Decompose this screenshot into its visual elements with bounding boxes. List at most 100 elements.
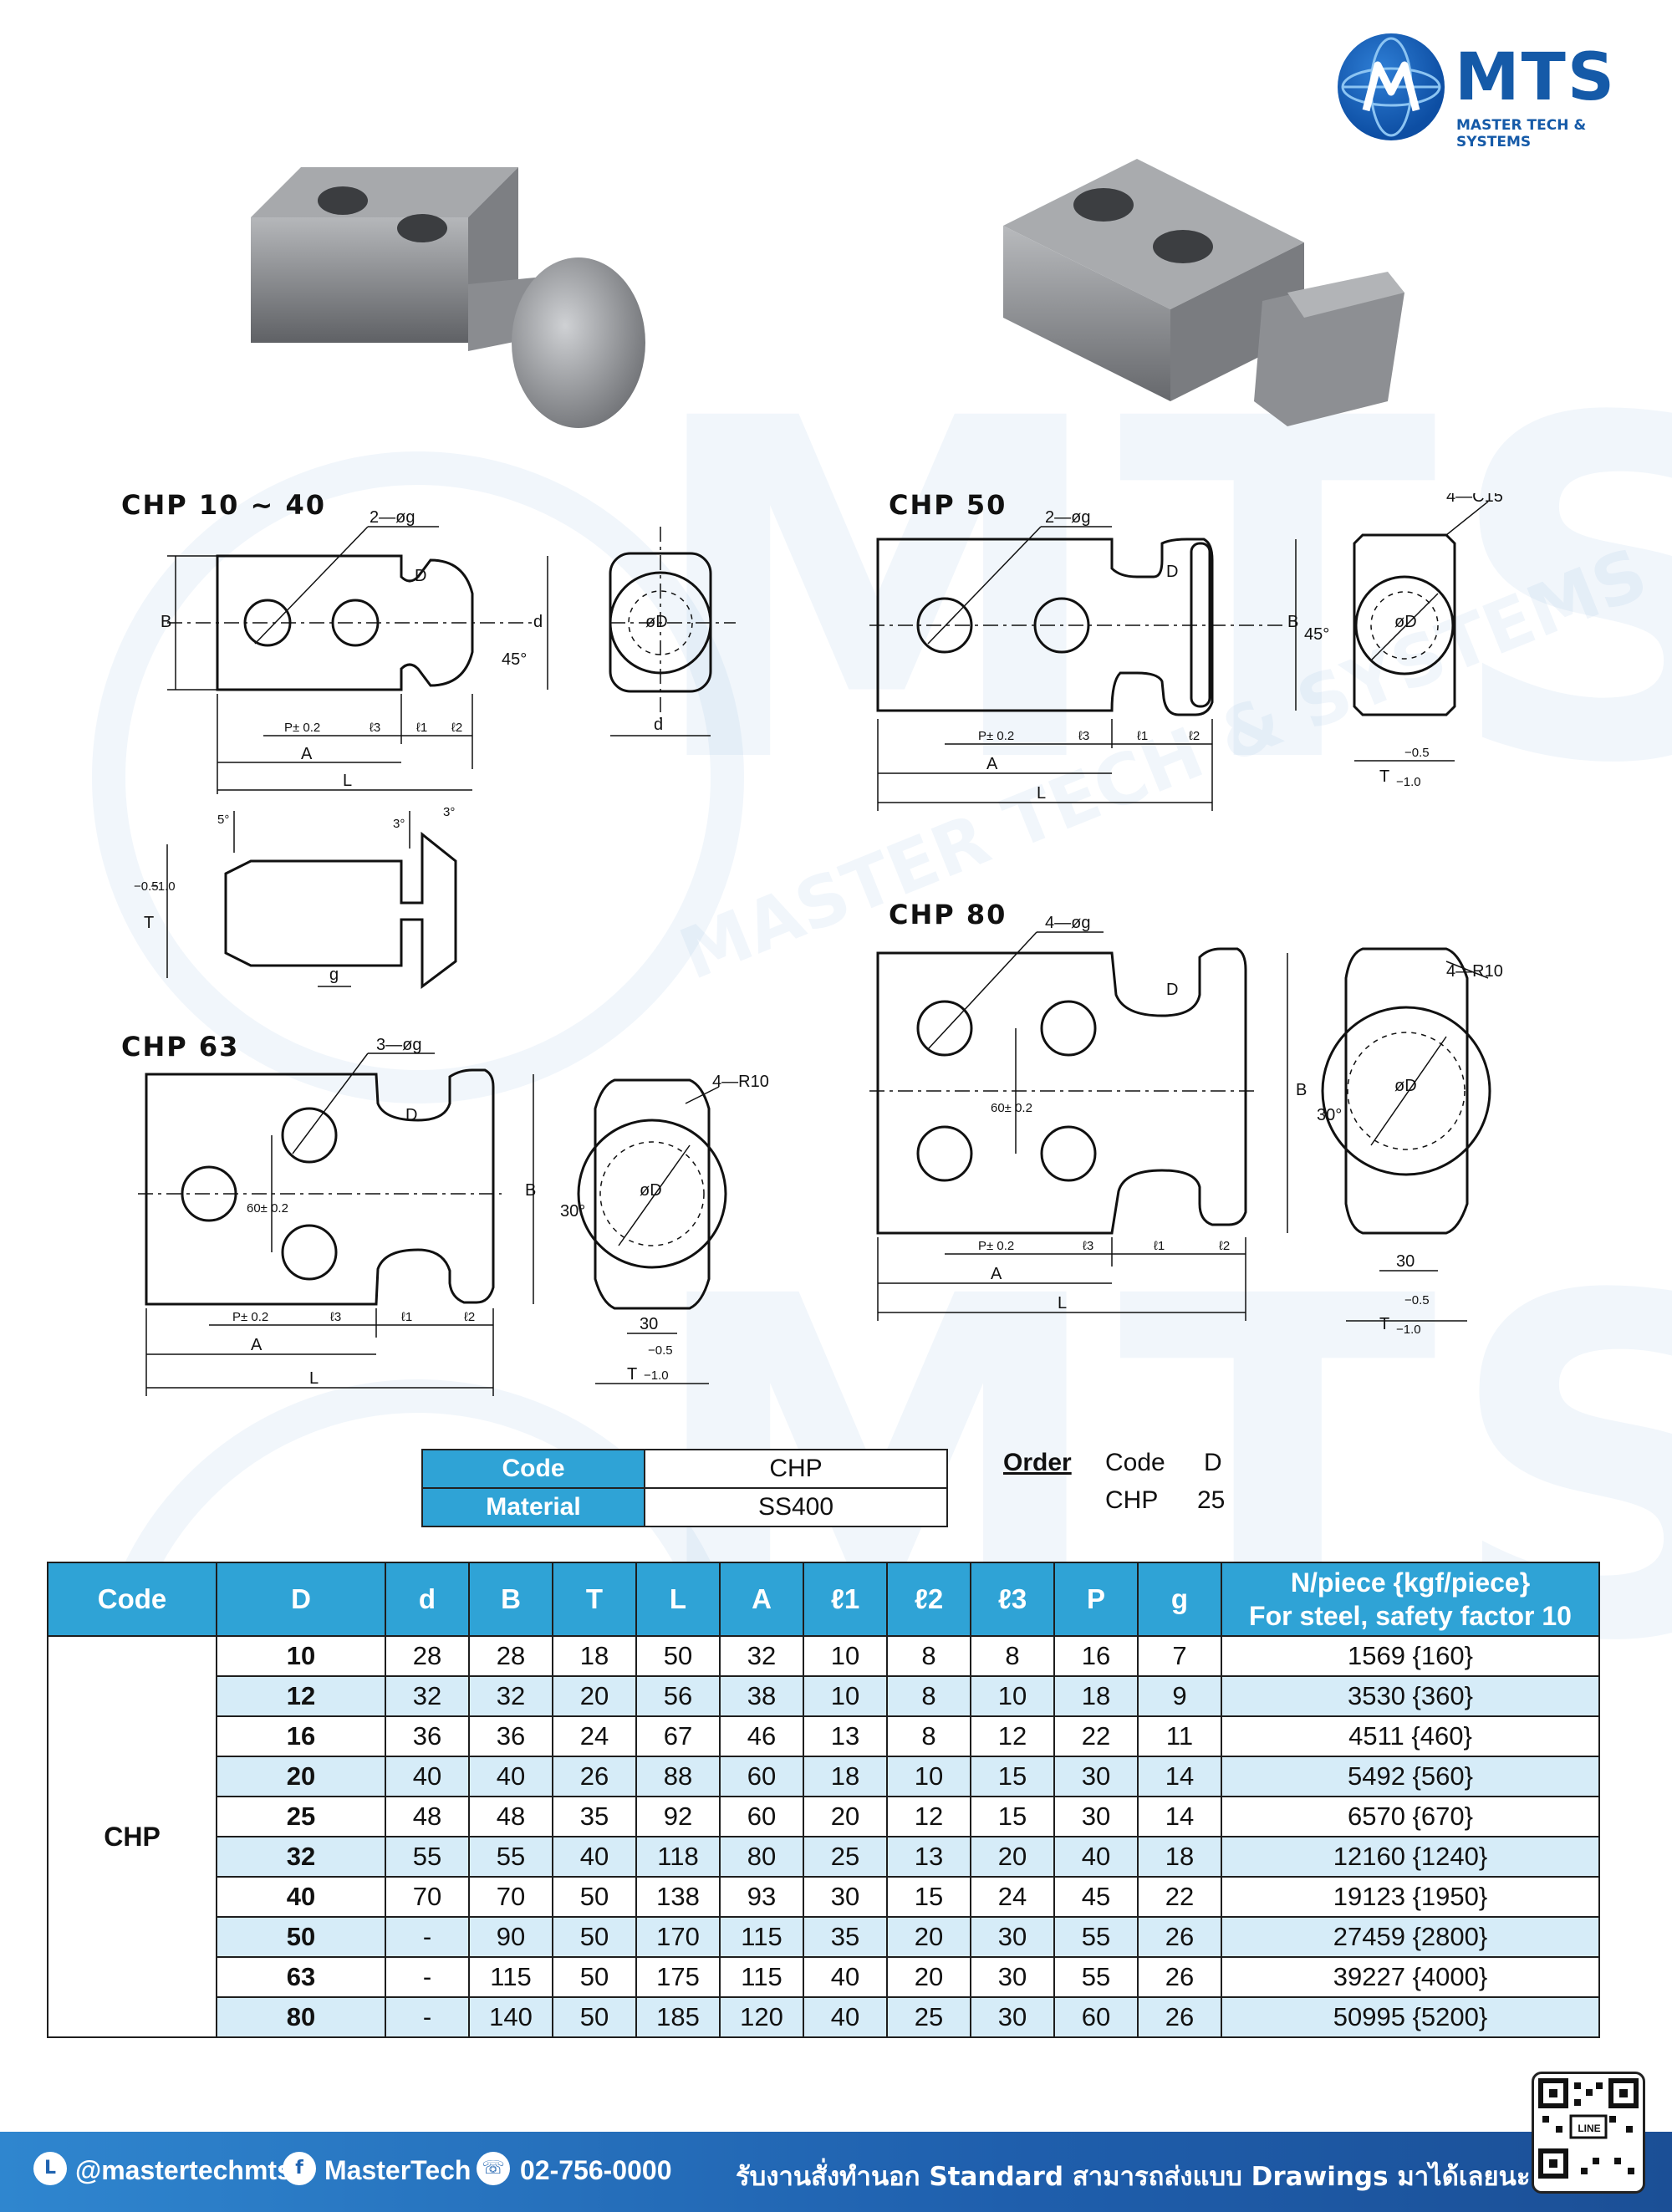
table-cell: 80 [216, 1996, 386, 2038]
label-l1: ℓ1 [401, 1310, 412, 1324]
table-cell: 10 [970, 1675, 1055, 1717]
table-cell: 18 [1053, 1675, 1139, 1717]
header-D: D [216, 1562, 386, 1637]
header-T: T [552, 1562, 637, 1637]
table-cell: 46 [719, 1715, 804, 1757]
label-B: B [161, 613, 171, 631]
line-icon[interactable]: L [33, 2152, 67, 2185]
table-cell: 55 [1053, 1916, 1139, 1958]
label-60: 60± 0.2 [247, 1201, 288, 1216]
phone-icon[interactable]: ☏ [477, 2152, 510, 2185]
table-cell: 60 [719, 1756, 804, 1797]
footer-phone[interactable]: 02-756-0000 [520, 2155, 672, 2185]
label-T-tol-up: −0.5 [134, 879, 159, 894]
label-T: T [627, 1365, 637, 1384]
table-cell: - [385, 1956, 470, 1998]
table-cell: 32 [468, 1675, 553, 1717]
table-cell: - [385, 1916, 470, 1958]
label-A: A [986, 755, 998, 773]
table-cell: 26 [1137, 1996, 1222, 2038]
table-cell: 8 [886, 1715, 971, 1757]
table-cell: 138 [635, 1876, 721, 1918]
label-T-tol-dn: −1.0 [1396, 775, 1421, 789]
header-l3: ℓ3 [970, 1562, 1055, 1637]
table-cell: 10 [803, 1675, 888, 1717]
row-code-cell: CHP [47, 1635, 217, 2038]
table-cell: 15 [970, 1756, 1055, 1797]
table-cell: 70 [385, 1876, 470, 1918]
table-cell: 20 [970, 1836, 1055, 1878]
label-T-tol-up: −0.5 [1404, 1293, 1430, 1307]
table-cell: 20 [552, 1675, 637, 1717]
label-L: L [1058, 1294, 1067, 1312]
table-cell: 16 [216, 1715, 386, 1757]
table-cell: 28 [385, 1635, 470, 1677]
table-cell: 92 [635, 1796, 721, 1837]
table-cell: 1569 {160} [1221, 1635, 1600, 1677]
label-l2: ℓ2 [1219, 1239, 1230, 1253]
table-cell: 56 [635, 1675, 721, 1717]
label-phiD: øD [640, 1181, 662, 1200]
footer-bar: L @mastertechmts f MasterTech ☏ 02-756-0… [0, 2132, 1672, 2212]
footer-line-id[interactable]: @mastertechmts [75, 2155, 292, 2185]
table-cell: 140 [468, 1996, 553, 2038]
label-l1: ℓ1 [1154, 1239, 1165, 1253]
table-cell: 63 [216, 1956, 386, 1998]
globe-icon [1338, 33, 1445, 140]
label-l1: ℓ1 [416, 721, 427, 735]
header-load: N/piece {kgf/piece} For steel, safety fa… [1221, 1562, 1600, 1637]
label-A: A [301, 745, 313, 763]
table-cell: 9 [1137, 1675, 1222, 1717]
table-cell: 50 [552, 1956, 637, 1998]
watermark-brand: MTS [644, 321, 1672, 866]
product-image-flat-head [1003, 159, 1404, 426]
label-l1: ℓ1 [1137, 729, 1148, 743]
table-cell: 10 [216, 1635, 386, 1677]
table-cell: 25 [216, 1796, 386, 1837]
table-cell: 20 [886, 1956, 971, 1998]
table-cell: 26 [1137, 1956, 1222, 1998]
table-cell: 12160 {1240} [1221, 1836, 1600, 1878]
label-l2: ℓ2 [451, 721, 462, 735]
label-T: T [144, 914, 154, 932]
table-cell: 25 [803, 1836, 888, 1878]
table-cell: 50 [552, 1876, 637, 1918]
code-label: Code [421, 1449, 645, 1489]
facebook-icon[interactable]: f [283, 2152, 316, 2185]
table-cell: 88 [635, 1756, 721, 1797]
line-qr-code[interactable]: LINE [1532, 2072, 1645, 2194]
table-cell: 55 [468, 1836, 553, 1878]
table-cell: 12 [216, 1675, 386, 1717]
table-cell: 8 [886, 1675, 971, 1717]
table-cell: 30 [803, 1876, 888, 1918]
header-P: P [1053, 1562, 1139, 1637]
table-cell: 120 [719, 1996, 804, 2038]
table-cell: 48 [468, 1796, 553, 1837]
label-B: B [1296, 1081, 1307, 1099]
qr-label: LINE [1578, 2123, 1601, 2134]
table-cell: 40 [468, 1756, 553, 1797]
spec-table-header: Code D d B T L A ℓ1 ℓ2 ℓ3 P g N/piece {k… [47, 1562, 1600, 1637]
label-30: 30 [640, 1315, 658, 1333]
label-60: 60± 0.2 [991, 1101, 1032, 1115]
footer-facebook[interactable]: MasterTech [324, 2155, 472, 2185]
brand-logo[interactable]: MTS MASTER TECH & SYSTEMS [1338, 33, 1614, 150]
table-cell: 15 [970, 1796, 1055, 1837]
table-cell: 185 [635, 1996, 721, 2038]
label-phiD: øD [645, 613, 668, 631]
table-cell: 115 [719, 1956, 804, 1998]
table-cell: 26 [1137, 1916, 1222, 1958]
drawing-title-chp80: CHP 80 [889, 899, 1007, 930]
label-g: g [329, 966, 339, 984]
label-T-tol-dn: −1.0 [150, 879, 176, 894]
table-cell: 30 [1053, 1756, 1139, 1797]
table-cell: 16 [1053, 1635, 1139, 1677]
table-cell: 35 [552, 1796, 637, 1837]
table-cell: 40 [803, 1956, 888, 1998]
table-cell: 18 [1137, 1836, 1222, 1878]
label-2-g: 2—øg [370, 508, 415, 527]
